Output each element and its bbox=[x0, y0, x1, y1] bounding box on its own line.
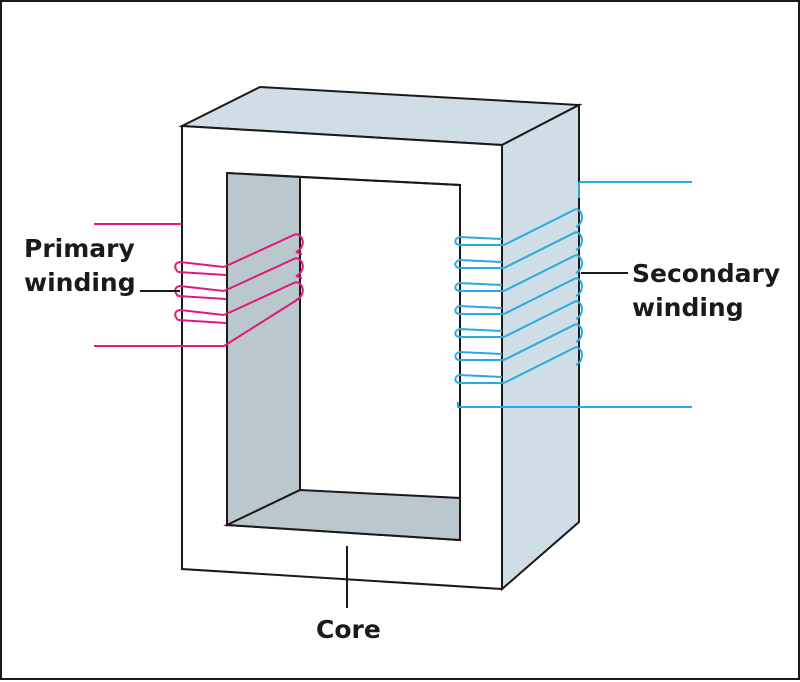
secondary-turn bbox=[454, 300, 583, 338]
core-window-back-edge bbox=[299, 176, 461, 186]
primary-turn-diagonal bbox=[223, 233, 297, 268]
secondary-turn-front bbox=[454, 259, 504, 269]
secondary-turn-diagonal bbox=[503, 254, 577, 292]
secondary-turn-back bbox=[575, 346, 583, 366]
primary-turn-back bbox=[295, 233, 304, 253]
primary-turn-link bbox=[295, 251, 303, 255]
secondary-turn-under bbox=[458, 259, 503, 263]
primary-turn-under bbox=[177, 319, 227, 324]
secondary-turn-under bbox=[458, 328, 503, 332]
secondary-turn bbox=[454, 346, 583, 384]
primary-turn-link bbox=[295, 275, 303, 279]
primary-turn-under bbox=[177, 295, 227, 300]
secondary-turn bbox=[454, 254, 583, 292]
secondary-turn-front bbox=[454, 374, 504, 384]
secondary-turn-back bbox=[575, 277, 583, 297]
secondary-turn-diagonal bbox=[503, 231, 577, 269]
secondary-winding-label: Secondary winding bbox=[632, 257, 780, 325]
core-window-left-wall bbox=[226, 171, 301, 527]
primary-winding bbox=[94, 223, 304, 347]
secondary-coil bbox=[454, 182, 583, 384]
secondary-turn-under bbox=[458, 282, 503, 286]
secondary-turn-under bbox=[458, 351, 503, 355]
primary-turn-under bbox=[177, 271, 227, 276]
secondary-turn-back bbox=[575, 231, 583, 251]
primary-turn-back bbox=[295, 257, 304, 277]
primary-label-line1: Primary bbox=[24, 234, 135, 263]
secondary-label-line1: Secondary bbox=[632, 259, 781, 288]
primary-turn bbox=[174, 233, 304, 276]
secondary-turn-front bbox=[454, 305, 504, 315]
primary-turn-diagonal bbox=[223, 257, 297, 292]
secondary-turn-under bbox=[458, 236, 503, 240]
primary-turn-diagonal bbox=[223, 281, 297, 316]
primary-lead-bottom bbox=[94, 297, 301, 347]
primary-winding-label: Primary winding bbox=[24, 232, 136, 300]
secondary-lead-bottom bbox=[457, 402, 692, 408]
secondary-turn-diagonal bbox=[503, 300, 577, 338]
primary-turn-front bbox=[174, 260, 225, 273]
primary-label-line2: winding bbox=[24, 268, 136, 297]
secondary-turn-under bbox=[458, 305, 503, 309]
secondary-label-line2: winding bbox=[632, 293, 744, 322]
secondary-winding bbox=[454, 181, 692, 408]
secondary-turn bbox=[454, 323, 583, 361]
primary-turn bbox=[174, 257, 304, 300]
primary-coil bbox=[174, 233, 304, 324]
core-label: Core bbox=[316, 615, 381, 644]
primary-turn-front bbox=[174, 308, 225, 321]
secondary-turn-under bbox=[458, 374, 503, 378]
secondary-turn-front bbox=[454, 282, 504, 292]
secondary-turn bbox=[454, 277, 583, 315]
secondary-turn-diagonal bbox=[503, 277, 577, 315]
secondary-turn-front bbox=[454, 328, 504, 338]
secondary-turn-front bbox=[454, 236, 504, 246]
core-right-face bbox=[501, 103, 580, 592]
secondary-turn-back bbox=[575, 300, 583, 320]
secondary-turn-front bbox=[454, 351, 504, 361]
secondary-turn bbox=[454, 231, 583, 269]
secondary-turn-back bbox=[575, 254, 583, 274]
secondary-turn-diagonal bbox=[503, 208, 577, 246]
secondary-turn-back bbox=[575, 323, 583, 343]
secondary-turn-back bbox=[575, 208, 583, 228]
core-window-floor bbox=[223, 488, 461, 542]
secondary-turn-diagonal bbox=[503, 323, 577, 361]
primary-turn-front bbox=[174, 284, 225, 297]
secondary-turn bbox=[454, 208, 583, 246]
secondary-turn-diagonal bbox=[503, 346, 577, 384]
